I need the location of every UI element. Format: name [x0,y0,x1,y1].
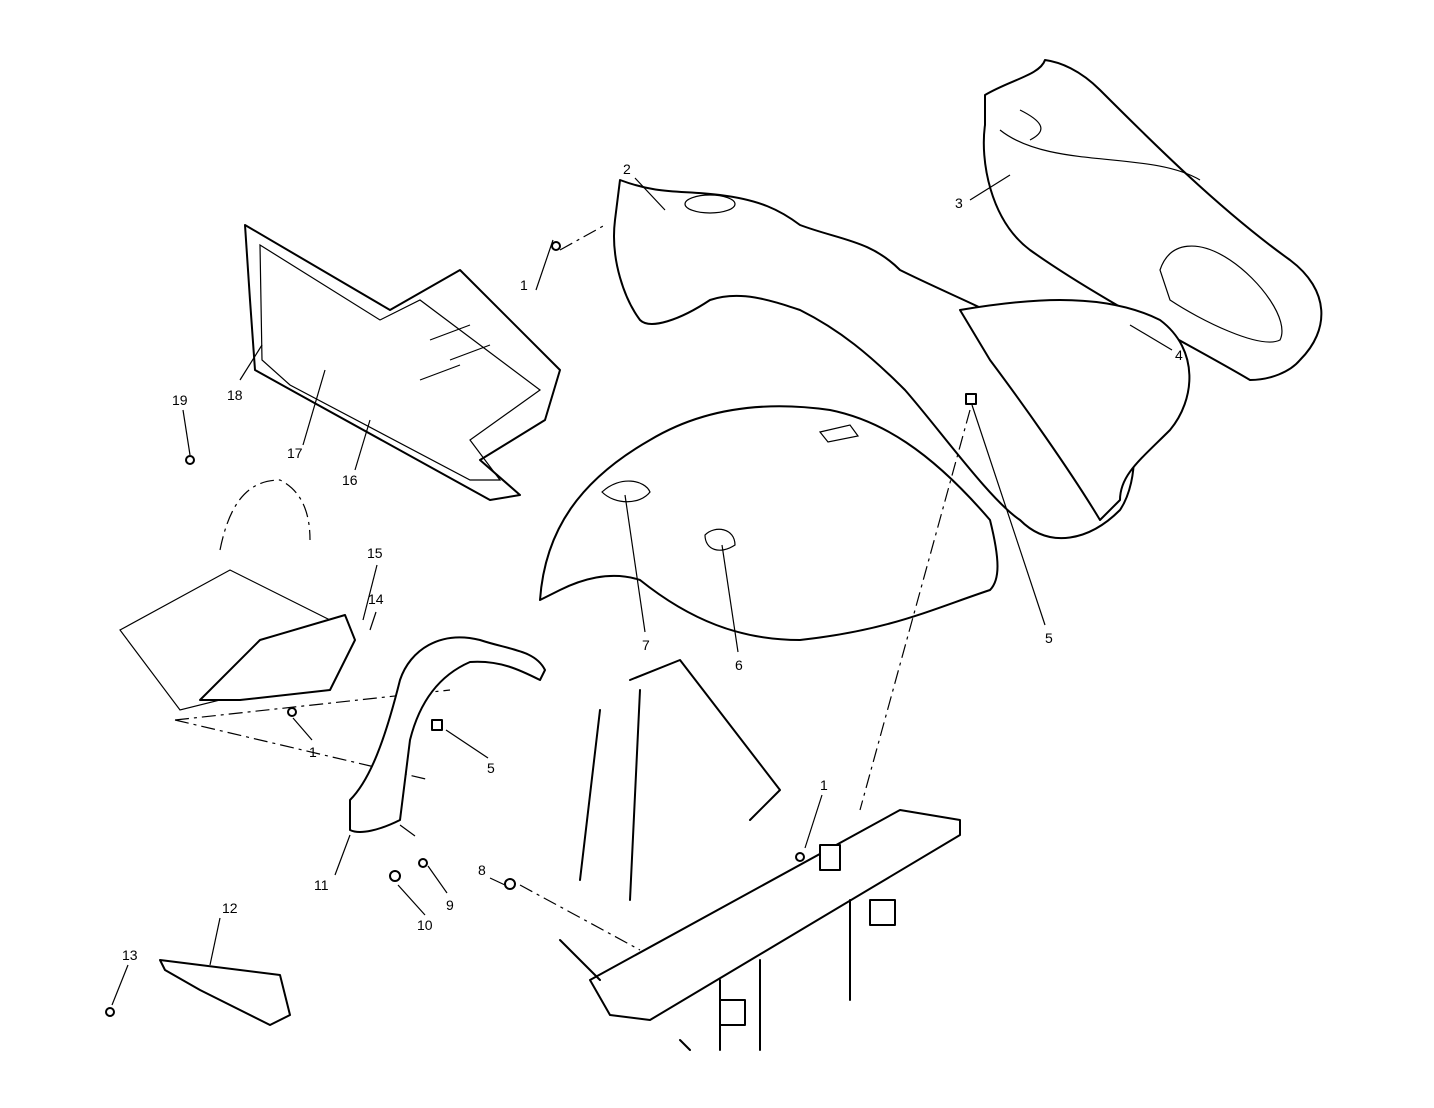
callout-11: 11 [314,877,329,893]
callout-5-right: 5 [1045,630,1053,646]
callout-7: 7 [642,637,650,653]
callout-labels: 1 2 3 4 5 6 7 1 5 11 10 9 8 1 12 13 19 1… [122,161,1183,963]
callout-15: 15 [367,545,383,561]
rear-cover-part-3 [982,59,1323,381]
callout-1-frame: 1 [820,777,828,793]
callout-6: 6 [735,657,743,673]
callout-16: 16 [342,472,358,488]
callout-19: 19 [172,392,188,408]
leader-lines [111,174,1173,1006]
skid-plate-part-12 [159,959,291,1026]
footrest-area [119,479,451,781]
callout-9: 9 [446,897,454,913]
callout-12: 12 [222,900,238,916]
callout-3: 3 [955,195,963,211]
callout-1-top: 1 [520,277,528,293]
callout-17: 17 [287,445,303,461]
fender-flare-part-11 [349,636,546,833]
callout-13: 13 [122,947,138,963]
fasteners [105,241,977,1017]
front-fender-part-2 [613,179,1191,540]
front-fender-lower [539,405,999,641]
callout-4: 4 [1175,347,1183,363]
callout-10: 10 [417,917,433,933]
callout-14: 14 [368,591,384,607]
callout-1-left: 1 [309,744,317,760]
callout-18: 18 [227,387,243,403]
callout-8: 8 [478,862,486,878]
callout-2: 2 [623,161,631,177]
frame [559,659,961,1051]
callout-5-left: 5 [487,760,495,776]
